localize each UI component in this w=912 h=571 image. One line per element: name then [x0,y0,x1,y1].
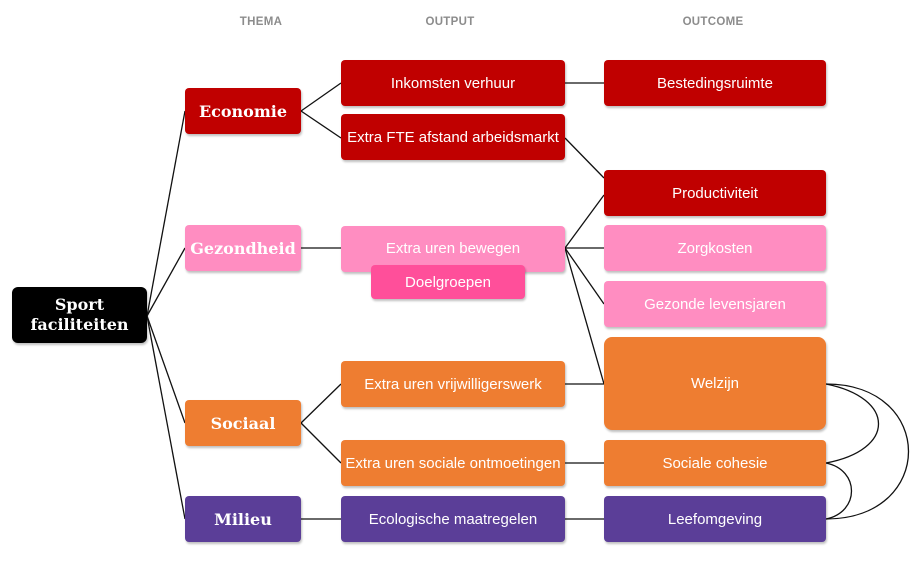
header-output: OUTPUT [425,16,475,28]
outcome-sociale-cohesie: Sociale cohesie [604,440,826,486]
outcome-productiviteit: Productiviteit [604,170,826,216]
outcome-zorgkosten: Zorgkosten [604,225,826,271]
output-extra-fte: Extra FTE afstand arbeidsmarkt [341,114,565,160]
theme-economie: Economie [185,88,301,134]
output-inkomsten-verhuur: Inkomsten verhuur [341,60,565,106]
outcome-gezonde-levensjaren: Gezonde levensjaren [604,281,826,327]
output-ecologische-maatregelen: Ecologische maatregelen [341,496,565,542]
theme-sociaal: Sociaal [185,400,301,446]
header-thema: THEMA [239,16,283,28]
outcome-leefomgeving: Leefomgeving [604,496,826,542]
theme-gezondheid: Gezondheid [185,225,301,271]
output-sociale-ontmoetingen: Extra uren sociale ontmoetingen [341,440,565,486]
outcome-welzijn: Welzijn [604,337,826,430]
output-vrijwilligerswerk: Extra uren vrijwilligerswerk [341,361,565,407]
theme-milieu: Milieu [185,496,301,542]
header-outcome: OUTCOME [682,16,744,28]
root-node: Sport faciliteiten [12,287,147,343]
output-extra-uren-bewegen: Extra uren bewegen [341,226,565,272]
output-doelgroepen: Doelgroepen [371,265,525,299]
outcome-bestedingsruimte: Bestedingsruimte [604,60,826,106]
